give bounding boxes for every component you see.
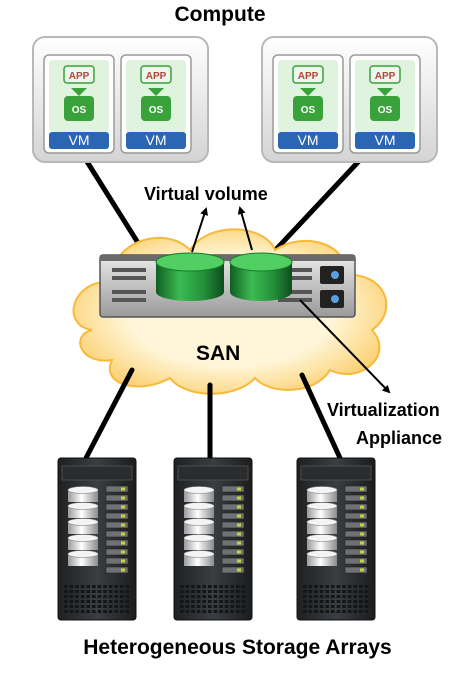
san-label: SAN [196,342,241,365]
vm-bar [278,132,338,149]
vm-label: VM [146,132,167,148]
app-label: APP [146,71,167,82]
virtual-volume-left [155,252,225,301]
virtualization-appliance [99,254,356,318]
virtual-volume-right [229,252,293,301]
vm-tile: VM APP OS [43,54,115,154]
os-label: OS [72,105,87,116]
app-label: APP [69,71,90,82]
os-label: OS [149,105,164,116]
appliance-label-line2: Appliance [356,428,443,448]
app-label: APP [375,71,396,82]
app-box [292,65,324,84]
storage-connection-lines [83,367,343,461]
app-box [369,65,401,84]
appliance-pointer-arrow [299,299,391,394]
vm-label: VM [298,132,319,148]
vm-label: VM [375,132,396,148]
storage-array [296,457,376,621]
os-box [64,96,94,121]
os-box [293,96,323,121]
vm-tile: VM APP OS [120,54,192,154]
os-label: OS [301,105,316,116]
storage-array [57,457,137,621]
vm-bar [355,132,415,149]
vm-label: VM [69,132,90,148]
vm-tile: VM APP OS [272,54,344,154]
os-box [141,96,171,121]
storage-arrays-title: Heterogeneous Storage Arrays [83,636,392,659]
vm-bar [49,132,109,149]
storage-array [173,457,253,621]
app-box [63,65,95,84]
compute-title: Compute [174,3,266,26]
storage-arrays [57,457,376,621]
os-label: OS [378,105,393,116]
virtual-volume-label: Virtual volume [144,184,268,204]
vm-layer: VM APP OS VM APP OS VM APP OS VM APP OS [43,54,421,154]
os-box [370,96,400,121]
vm-tile: VM APP OS [349,54,421,154]
virtual-volume-arrows [191,206,253,253]
app-label: APP [298,71,319,82]
app-box [140,65,172,84]
appliance-label-line1: Virtualization [327,400,440,420]
vm-bar [126,132,186,149]
